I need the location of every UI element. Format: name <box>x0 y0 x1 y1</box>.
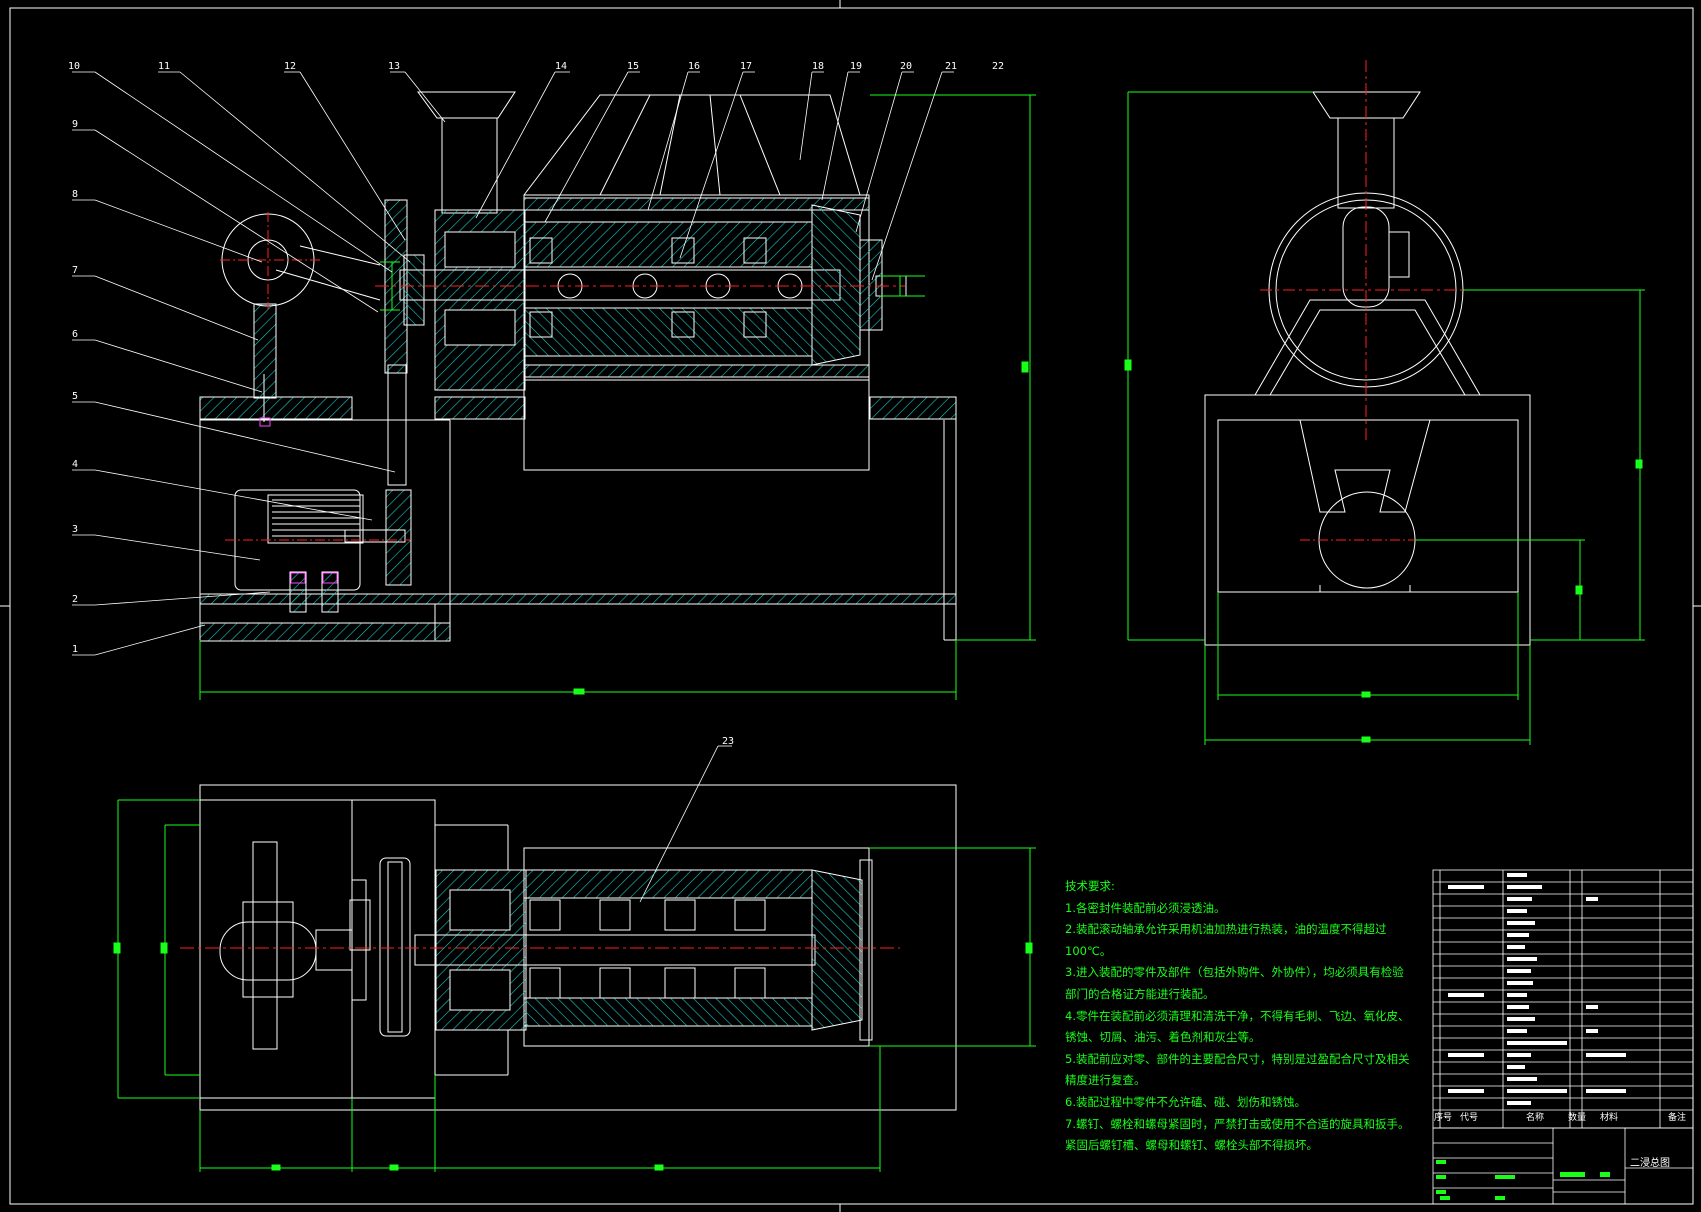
top-view-dimensions <box>113 799 1036 1172</box>
notes-heading: 技术要求: <box>1065 879 1115 893</box>
note-item: 5.装配前应对零、部件的主要配合尺寸，特别是过盈配合尺寸及相关精度进行复查。 <box>1065 1051 1410 1088</box>
front-view-dimensions <box>199 94 1036 700</box>
callout-13: 13 <box>388 61 400 72</box>
callout-19: 19 <box>850 61 862 72</box>
note-item: 2.装配滚动轴承允许采用机油加热进行热装，油的温度不得超过100℃。 <box>1065 922 1387 958</box>
base-plate <box>199 622 451 642</box>
callout-14: 14 <box>555 61 567 72</box>
header-index: 序号 <box>1434 1113 1453 1123</box>
callout-21: 21 <box>945 61 957 72</box>
top-view <box>180 784 957 1111</box>
note-item: 7.螺钉、螺栓和螺母紧固时，严禁打击或使用不合适的旋具和扳手。紧固后螺钉槽、螺母… <box>1065 1116 1410 1153</box>
parts-list <box>1432 869 1694 1205</box>
drawing-border <box>9 7 1694 1205</box>
callout-23: 23 <box>722 736 734 747</box>
callout-9: 9 <box>72 119 78 130</box>
callout-leaders <box>72 71 954 903</box>
callout-22: 22 <box>992 61 1004 72</box>
callout-8: 8 <box>72 189 78 200</box>
callout-labels: 1 2 3 4 5 6 7 8 9 10 11 12 13 14 15 16 1… <box>68 61 1004 747</box>
header-material: 材料 <box>1600 1113 1619 1123</box>
header-code: 代号 <box>1460 1113 1479 1123</box>
callout-3: 3 <box>72 524 78 535</box>
callout-11: 11 <box>158 61 170 72</box>
callout-4: 4 <box>72 459 78 470</box>
header-remark: 备注 <box>1668 1113 1687 1123</box>
callout-5: 5 <box>72 391 78 402</box>
note-item: 3.进入装配的零件及部件（包括外购件、外协件），均必须具有检验部门的合格证方能进… <box>1065 965 1404 1001</box>
header-name: 名称 <box>1526 1113 1545 1123</box>
drawing-title: 二浸总图 <box>1630 1158 1670 1169</box>
header-quantity: 数量 <box>1568 1113 1587 1123</box>
note-item: 1.各密封件装配前必须浸透油。 <box>1065 900 1226 915</box>
callout-16: 16 <box>688 61 700 72</box>
front-view <box>199 91 957 642</box>
callout-12: 12 <box>284 61 296 72</box>
callout-15: 15 <box>627 61 639 72</box>
side-view <box>1204 60 1531 646</box>
note-item: 4.零件在装配前必须清理和清洗干净，不得有毛刺、飞边、氧化皮、锈蚀、切屑、油污、… <box>1065 1008 1410 1045</box>
callout-1: 1 <box>72 644 78 655</box>
callout-18: 18 <box>812 61 824 72</box>
callout-2: 2 <box>72 594 78 605</box>
note-item: 6.装配过程中零件不允许磕、碰、划伤和锈蚀。 <box>1065 1094 1306 1109</box>
callout-17: 17 <box>740 61 752 72</box>
callout-20: 20 <box>900 61 912 72</box>
side-view-dimensions <box>1124 91 1645 745</box>
callout-6: 6 <box>72 329 78 340</box>
technical-requirements: 技术要求: 1.各密封件装配前必须浸透油。 2.装配滚动轴承允许采用机油加热进行… <box>1065 876 1410 1157</box>
callout-10: 10 <box>68 61 80 72</box>
callout-7: 7 <box>72 265 78 276</box>
